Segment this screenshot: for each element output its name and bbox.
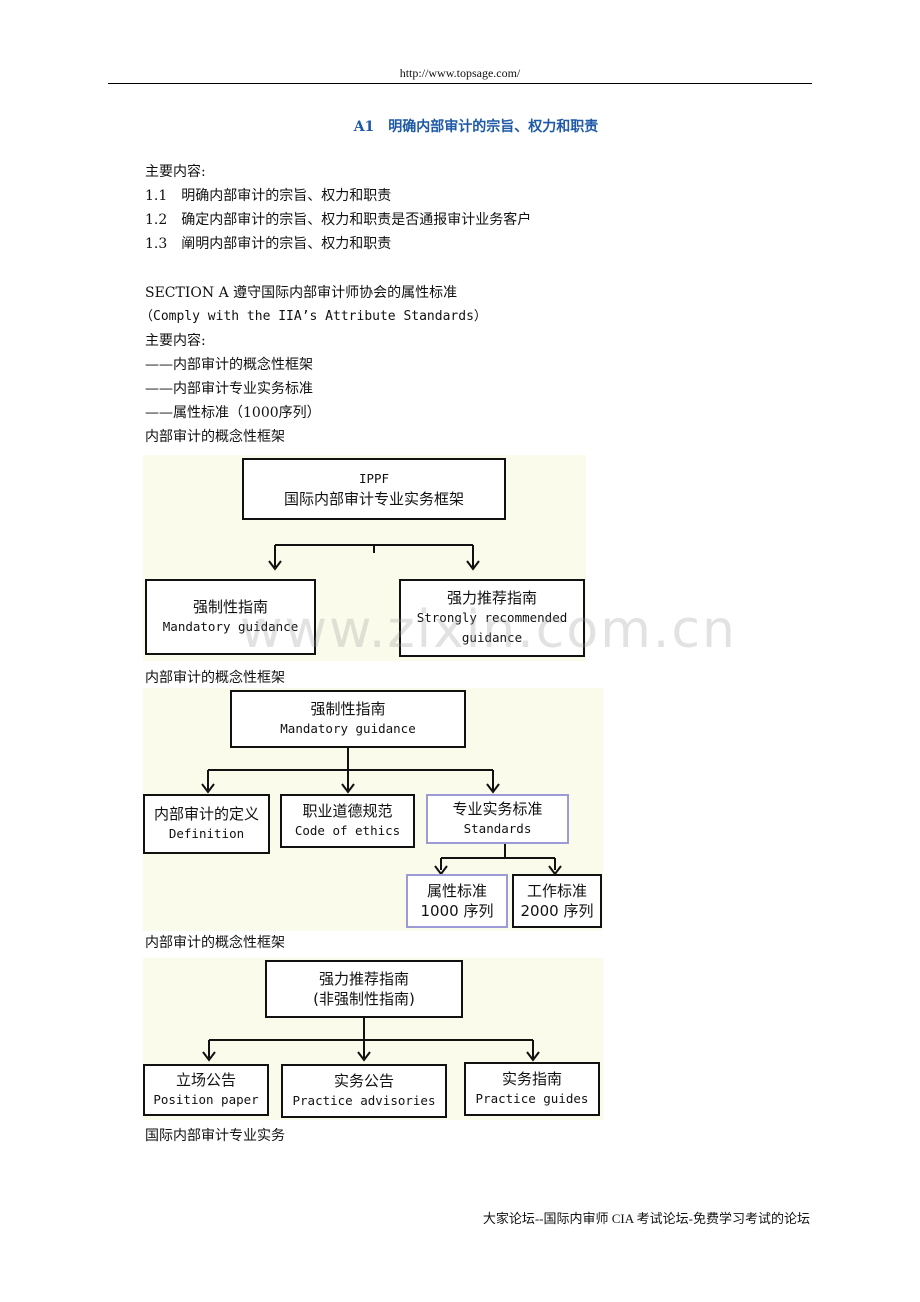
mandatory-guidance-box: 强制性指南 Mandatory guidance	[145, 579, 316, 655]
ippf-label: IPPF	[358, 471, 390, 486]
section-item: ——属性标准（1000序列）	[145, 405, 321, 421]
practice-guides-box: 实务指南 Practice guides	[464, 1062, 600, 1116]
intro-item: 1.1 明确内部审计的宗旨、权力和职责	[145, 188, 392, 204]
section-item: ——内部审计的概念性框架	[145, 357, 313, 373]
recommended-guidance-box: 强力推荐指南 (非强制性指南)	[265, 960, 463, 1018]
figure-caption: 国际内部审计专业实务	[145, 1128, 285, 1144]
header-rule	[108, 83, 812, 84]
mandatory-guidance-en: Mandatory guidance	[162, 619, 299, 634]
definition-en: Definition	[168, 826, 245, 841]
diagram-recommended-connectors	[202, 1018, 540, 1062]
figure-caption: 内部审计的概念性框架	[145, 670, 285, 686]
performance-standards-zh: 工作标准	[526, 882, 587, 900]
attribute-standards-box: 属性标准 1000 序列	[406, 874, 508, 928]
position-paper-zh: 立场公告	[175, 1071, 236, 1089]
section-heading: 主要内容:	[145, 333, 206, 349]
footer-text: 大家论坛--国际内审师 CIA 考试论坛-免费学习考试的论坛	[482, 1211, 810, 1226]
practice-guides-en: Practice guides	[475, 1091, 589, 1106]
definition-box: 内部审计的定义 Definition	[143, 794, 270, 854]
mandatory-guidance-zh: 强制性指南	[310, 700, 386, 718]
ethics-box: 职业道德规范 Code of ethics	[280, 794, 415, 848]
diagram-ippf: IPPF 国际内部审计专业实务框架 强制性指南 Mandatory guidan…	[143, 455, 586, 661]
diagram-mandatory-connectors	[201, 748, 562, 876]
non-mandatory-guidance-zh: (非强制性指南)	[313, 990, 415, 1008]
attribute-standards-series: 1000 序列	[420, 902, 494, 920]
recommended-guidance-zh: 强力推荐指南	[318, 970, 409, 988]
practice-advisories-zh: 实务公告	[333, 1072, 394, 1090]
intro-item: 1.3 阐明内部审计的宗旨、权力和职责	[145, 236, 392, 252]
practice-advisories-en: Practice advisories	[292, 1093, 436, 1108]
performance-standards-series: 2000 序列	[520, 902, 594, 920]
section-subtitle: （Comply with the IIA’s Attribute Standar…	[140, 309, 487, 324]
section-item: ——内部审计专业实务标准	[145, 381, 313, 397]
definition-zh: 内部审计的定义	[153, 805, 259, 823]
diagram-ippf-connectors	[268, 544, 480, 571]
practice-advisories-box: 实务公告 Practice advisories	[281, 1064, 447, 1118]
attribute-standards-zh: 属性标准	[426, 882, 487, 900]
intro-item: 1.2 确定内部审计的宗旨、权力和职责是否通报审计业务客户	[145, 212, 532, 228]
position-paper-box: 立场公告 Position paper	[143, 1064, 269, 1116]
recommended-guidance-box: 强力推荐指南 Strongly recommended guidance	[399, 579, 585, 657]
diagram-recommended: 强力推荐指南 (非强制性指南) 立场公告 Position paper 实务公告…	[143, 958, 603, 1120]
recommended-guidance-zh: 强力推荐指南	[446, 589, 537, 607]
standards-box: 专业实务标准 Standards	[426, 794, 569, 844]
ethics-en: Code of ethics	[294, 823, 401, 838]
figure-caption: 内部审计的概念性框架	[145, 429, 285, 445]
mandatory-guidance-zh: 强制性指南	[192, 598, 268, 616]
position-paper-en: Position paper	[153, 1092, 259, 1107]
standards-zh: 专业实务标准	[452, 800, 543, 818]
diagram-mandatory: 强制性指南 Mandatory guidance 内部审计的定义 Definit…	[143, 688, 603, 931]
page-title: A1 明确内部审计的宗旨、权力和职责	[353, 119, 599, 135]
recommended-guidance-en: guidance	[461, 630, 523, 645]
performance-standards-box: 工作标准 2000 序列	[512, 874, 602, 928]
ethics-zh: 职业道德规范	[302, 802, 393, 820]
header-url[interactable]: http://www.topsage.com/	[399, 66, 521, 80]
mandatory-guidance-box: 强制性指南 Mandatory guidance	[230, 690, 466, 748]
intro-heading: 主要内容:	[145, 164, 206, 180]
section-title: SECTION A 遵守国际内部审计师协会的属性标准	[145, 285, 458, 301]
practice-guides-zh: 实务指南	[501, 1070, 562, 1088]
standards-en: Standards	[463, 821, 532, 836]
mandatory-guidance-en: Mandatory guidance	[280, 721, 416, 736]
ippf-box: IPPF 国际内部审计专业实务框架	[242, 458, 506, 520]
figure-caption: 内部审计的概念性框架	[145, 935, 285, 951]
ippf-zh-label: 国际内部审计专业实务框架	[283, 490, 464, 508]
recommended-guidance-en: Strongly recommended	[416, 610, 568, 625]
